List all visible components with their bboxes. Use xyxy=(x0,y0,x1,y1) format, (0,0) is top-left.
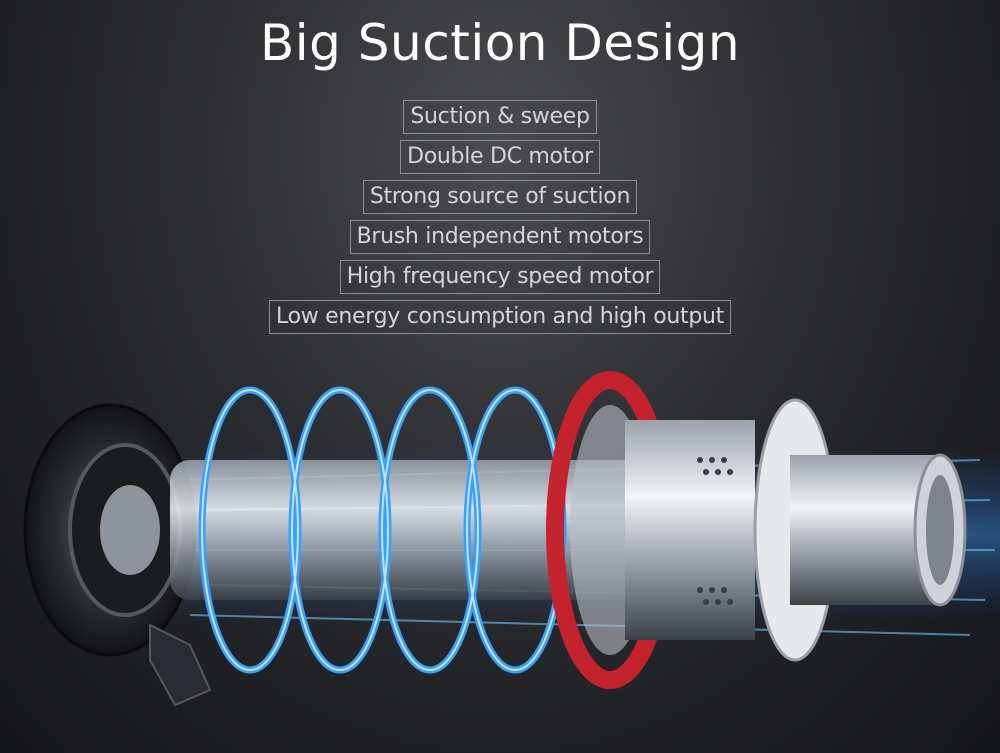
feature-brush-motors: Brush independent motors xyxy=(349,220,651,254)
feature-low-energy: Low energy consumption and high output xyxy=(269,300,731,334)
exploded-motor-icon xyxy=(23,371,1000,707)
feature-speed-motor: High frequency speed motor xyxy=(339,260,661,294)
feature-suction-sweep: Suction & sweep xyxy=(403,100,597,134)
feature-list: Suction & sweep Double DC motor Strong s… xyxy=(0,100,1000,334)
feature-double-dc-motor: Double DC motor xyxy=(400,140,600,174)
page-title: Big Suction Design xyxy=(259,14,741,72)
feature-strong-suction: Strong source of suction xyxy=(362,180,638,214)
